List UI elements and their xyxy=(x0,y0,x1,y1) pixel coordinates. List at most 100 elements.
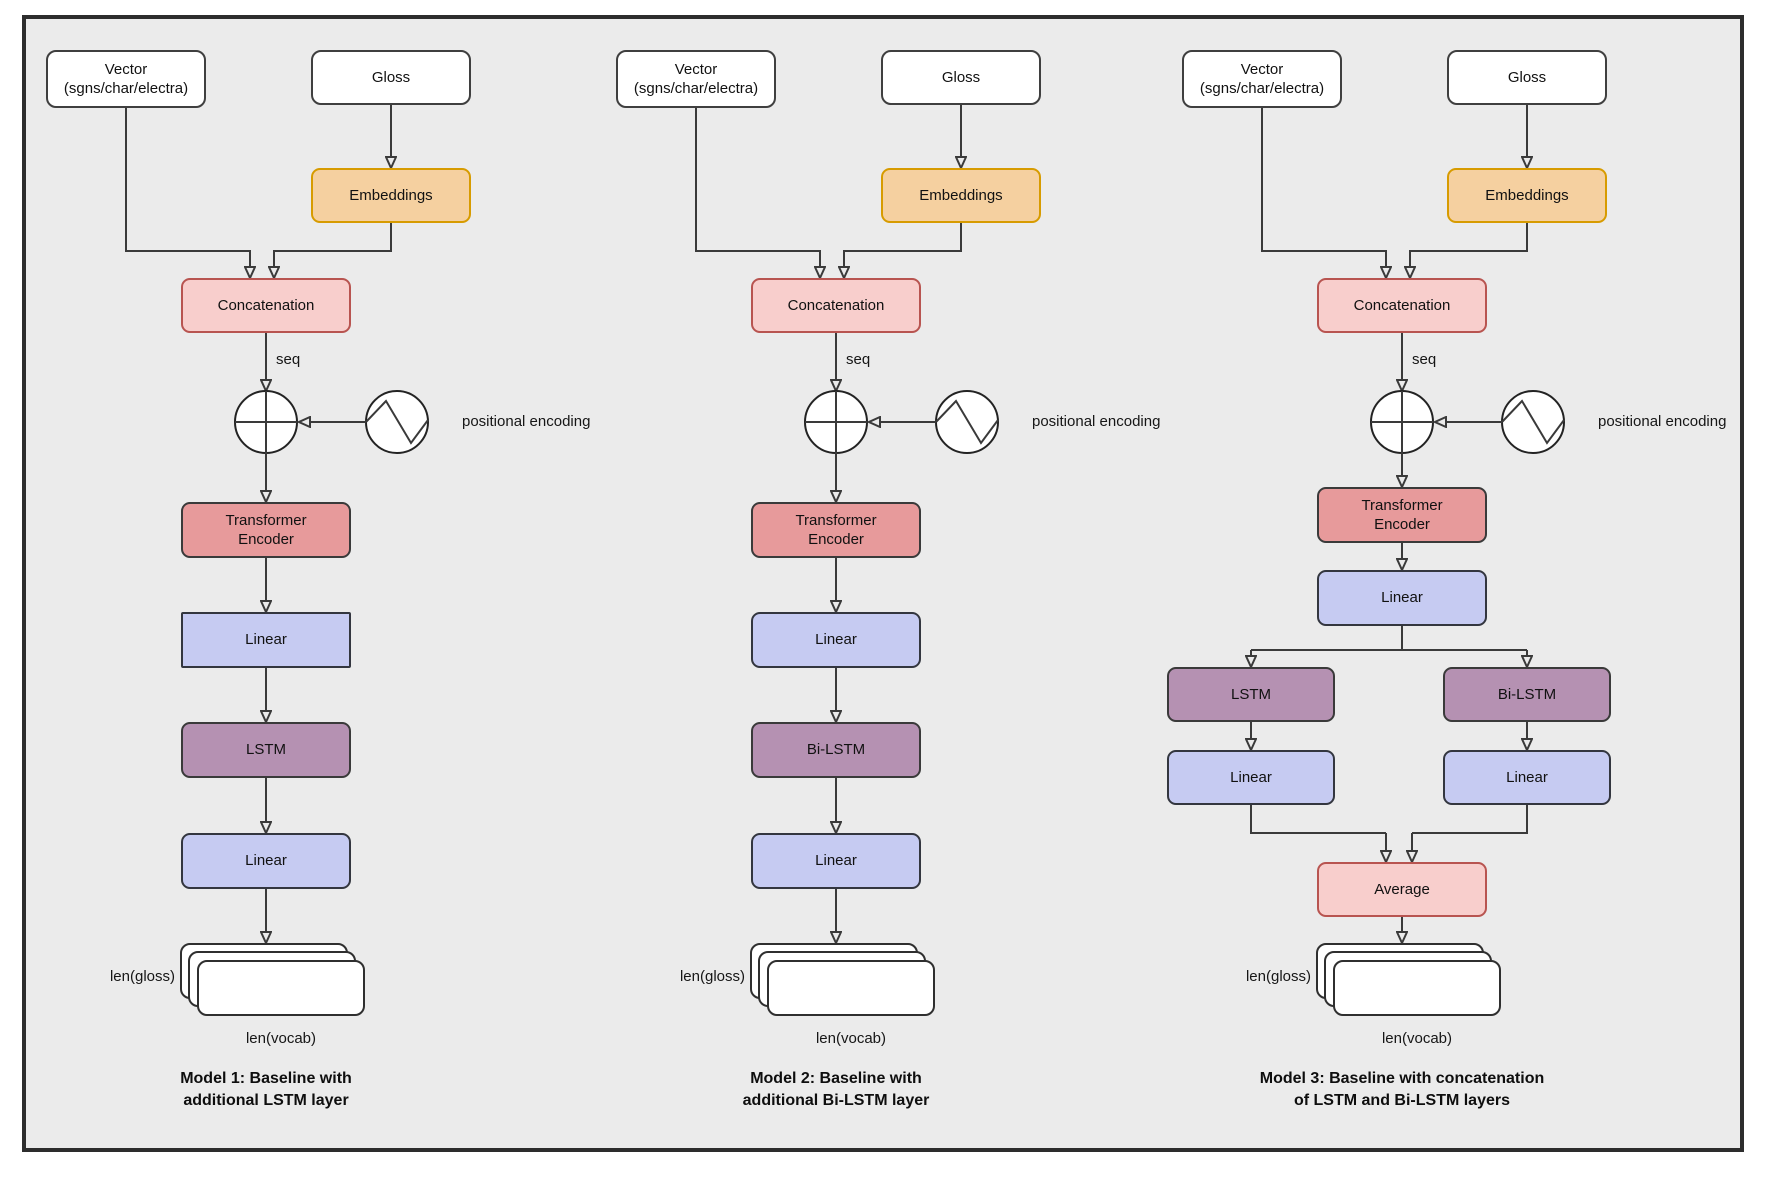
m1-sum-icon xyxy=(234,390,298,454)
m1-concatenation-node: Concatenation xyxy=(181,278,351,333)
m1-len-gloss-label: len(gloss) xyxy=(109,968,175,985)
m2-output-stack-front xyxy=(767,960,935,1016)
m2-positional-encoding-label: positional encoding xyxy=(1032,413,1161,430)
m2-positional-wave-icon xyxy=(935,390,999,454)
m2-linear2-label: Linear xyxy=(815,852,857,870)
m3-average-node: Average xyxy=(1317,862,1487,917)
m1-vector-label-line1: Vector xyxy=(104,60,148,78)
m3-gloss-node: Gloss xyxy=(1447,50,1607,105)
m3-linear1-label: Linear xyxy=(1381,589,1423,607)
m3-linear-left-label: Linear xyxy=(1230,768,1272,786)
m2-linear1-node: Linear xyxy=(751,612,921,668)
m1-transformer-label-line2: Encoder xyxy=(238,531,294,548)
m1-vector-node: Vector (sgns/char/electra) xyxy=(46,50,206,108)
m1-positional-encoding-label: positional encoding xyxy=(462,413,591,430)
m3-linear-right-label: Linear xyxy=(1506,768,1548,786)
m3-sum-icon xyxy=(1370,390,1434,454)
m3-wire-merge-left xyxy=(1250,805,1386,834)
m2-wire-vector-to-concat xyxy=(695,108,820,267)
m3-caption-line1: Model 3: Baseline with concatenation xyxy=(1259,1070,1545,1087)
m3-wire-split xyxy=(1251,626,1527,651)
m3-len-gloss-label: len(gloss) xyxy=(1245,968,1311,985)
m1-concatenation-label: Concatenation xyxy=(217,296,315,314)
m1-linear1-label: Linear xyxy=(245,631,287,649)
m3-embeddings-node: Embeddings xyxy=(1447,168,1607,223)
m2-sum-icon xyxy=(804,390,868,454)
m2-gloss-label: Gloss xyxy=(941,68,981,86)
m1-vector-label-line2: (sgns/char/electra) xyxy=(63,80,189,97)
m3-transformer-label-line2: Encoder xyxy=(1374,516,1430,533)
m3-bilstm-node: Bi-LSTM xyxy=(1443,667,1611,722)
m1-wire-vector-to-concat xyxy=(125,108,250,267)
m1-seq-label: seq xyxy=(276,351,301,368)
m2-transformer-label-line2: Encoder xyxy=(808,531,864,548)
m2-len-vocab-label: len(vocab) xyxy=(815,1030,887,1047)
m1-embeddings-label: Embeddings xyxy=(349,186,433,204)
m2-vector-node: Vector (sgns/char/electra) xyxy=(616,50,776,108)
model3-connectors xyxy=(1250,105,1565,932)
m2-wire-embeddings-to-concat xyxy=(844,223,962,267)
m2-caption: Model 2: Baseline with additional Bi-LST… xyxy=(676,1068,996,1113)
m2-linear2-node: Linear xyxy=(751,833,921,889)
m3-linear-left-node: Linear xyxy=(1167,750,1335,805)
m1-wire-embeddings-to-concat xyxy=(274,223,392,267)
m3-transformer-label-line1: Transformer xyxy=(1361,496,1443,514)
m2-linear1-label: Linear xyxy=(815,631,857,649)
m1-caption-line2: additional LSTM layer xyxy=(183,1092,349,1110)
m1-lstm-label: LSTM xyxy=(245,741,286,759)
m2-gloss-node: Gloss xyxy=(881,50,1041,105)
m3-linear-right-node: Linear xyxy=(1443,750,1611,805)
m3-vector-label-line2: (sgns/char/electra) xyxy=(1199,80,1325,97)
m1-linear2-node: Linear xyxy=(181,833,351,889)
m2-bilstm-label: Bi-LSTM xyxy=(806,741,866,759)
m3-embeddings-label: Embeddings xyxy=(1485,186,1569,204)
m1-linear1-node: Linear xyxy=(181,612,351,668)
m2-len-gloss-label: len(gloss) xyxy=(679,968,745,985)
m3-wire-embeddings-to-concat xyxy=(1410,223,1528,267)
m1-caption-line1: Model 1: Baseline with xyxy=(180,1070,352,1087)
m2-bilstm-node: Bi-LSTM xyxy=(751,722,921,778)
m3-linear1-node: Linear xyxy=(1317,570,1487,626)
m2-caption-line2: additional Bi-LSTM layer xyxy=(742,1092,930,1110)
m2-vector-label-line2: (sgns/char/electra) xyxy=(633,80,759,97)
m2-transformer-label-line1: Transformer xyxy=(795,511,877,529)
m1-len-vocab-label: len(vocab) xyxy=(245,1030,317,1047)
m1-gloss-node: Gloss xyxy=(311,50,471,105)
m1-gloss-label: Gloss xyxy=(371,68,411,86)
m3-gloss-label: Gloss xyxy=(1507,68,1547,86)
m3-concatenation-node: Concatenation xyxy=(1317,278,1487,333)
m3-transformer-encoder-node: Transformer Encoder xyxy=(1317,487,1487,543)
m2-seq-label: seq xyxy=(846,351,871,368)
m3-len-vocab-label: len(vocab) xyxy=(1381,1030,1453,1047)
m2-concatenation-label: Concatenation xyxy=(787,296,885,314)
m3-caption-line2: of LSTM and Bi-LSTM layers xyxy=(1293,1092,1510,1110)
m2-caption-line1: Model 2: Baseline with xyxy=(750,1070,922,1087)
m2-transformer-encoder-node: Transformer Encoder xyxy=(751,502,921,558)
m1-positional-wave-icon xyxy=(365,390,429,454)
m1-transformer-encoder-node: Transformer Encoder xyxy=(181,502,351,558)
m1-embeddings-node: Embeddings xyxy=(311,168,471,223)
m1-transformer-label-line1: Transformer xyxy=(225,511,307,529)
m3-positional-wave-icon xyxy=(1501,390,1565,454)
m1-linear2-label: Linear xyxy=(245,852,287,870)
m2-embeddings-node: Embeddings xyxy=(881,168,1041,223)
m3-vector-node: Vector (sgns/char/electra) xyxy=(1182,50,1342,108)
m2-embeddings-label: Embeddings xyxy=(919,186,1003,204)
m3-output-stack-front xyxy=(1333,960,1501,1016)
m2-vector-label-line1: Vector xyxy=(674,60,718,78)
m3-vector-label-line1: Vector xyxy=(1240,60,1284,78)
m1-caption: Model 1: Baseline with additional LSTM l… xyxy=(126,1068,406,1113)
model1-connectors xyxy=(125,105,429,932)
m3-caption: Model 3: Baseline with concatenation of … xyxy=(1212,1068,1592,1113)
m3-lstm-node: LSTM xyxy=(1167,667,1335,722)
model2-connectors xyxy=(695,105,999,932)
m3-positional-encoding-label: positional encoding xyxy=(1598,413,1727,430)
m3-concatenation-label: Concatenation xyxy=(1353,296,1451,314)
m3-lstm-label: LSTM xyxy=(1230,685,1271,703)
m1-output-stack-front xyxy=(197,960,365,1016)
m3-bilstm-label: Bi-LSTM xyxy=(1497,685,1557,703)
m3-wire-vector-to-concat xyxy=(1261,108,1386,267)
m3-average-label: Average xyxy=(1374,880,1430,898)
m1-lstm-node: LSTM xyxy=(181,722,351,778)
